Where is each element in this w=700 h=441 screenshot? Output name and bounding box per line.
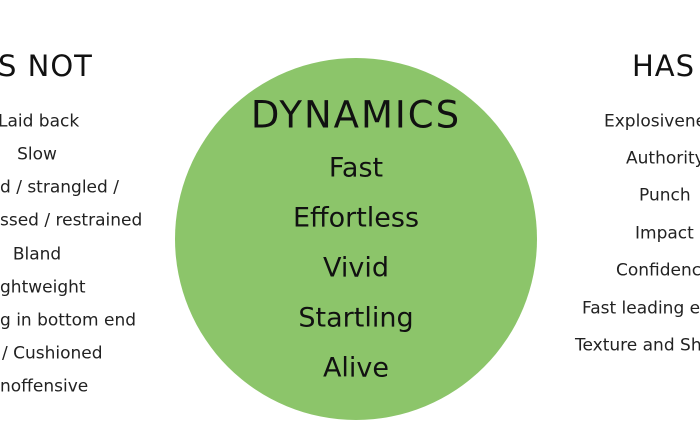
list-item: d / strangled / (0, 177, 119, 198)
circle-item: Fast (328, 152, 384, 184)
circle-item: Startling (298, 302, 414, 334)
list-item: g in bottom end (0, 310, 137, 331)
circle-item: Vivid (323, 252, 389, 284)
right-header: HAS (632, 49, 696, 83)
circle-title: DYNAMICS (250, 93, 462, 137)
left-header: S NOT (0, 49, 93, 83)
list-item: / Cushioned (2, 343, 103, 364)
list-item: ghtweight (0, 277, 86, 298)
list-item: Punch (639, 185, 691, 206)
list-item: Laid back (0, 111, 80, 132)
circle-item: Effortless (292, 202, 420, 234)
list-item: Slow (17, 144, 57, 165)
list-item: ssed / restrained (0, 210, 143, 231)
list-item: Bland (12, 244, 62, 265)
circle-item: Alive (322, 352, 390, 384)
list-item: Confidenc (616, 260, 700, 281)
list-item: noffensive (0, 376, 89, 397)
list-item: Texture and Sh (575, 335, 700, 356)
list-item: Impact (635, 223, 694, 244)
list-item: Fast leading e (582, 298, 700, 319)
dynamics-circle (175, 58, 537, 420)
list-item: Explosivene (604, 111, 700, 132)
list-item: Authority (626, 148, 700, 169)
